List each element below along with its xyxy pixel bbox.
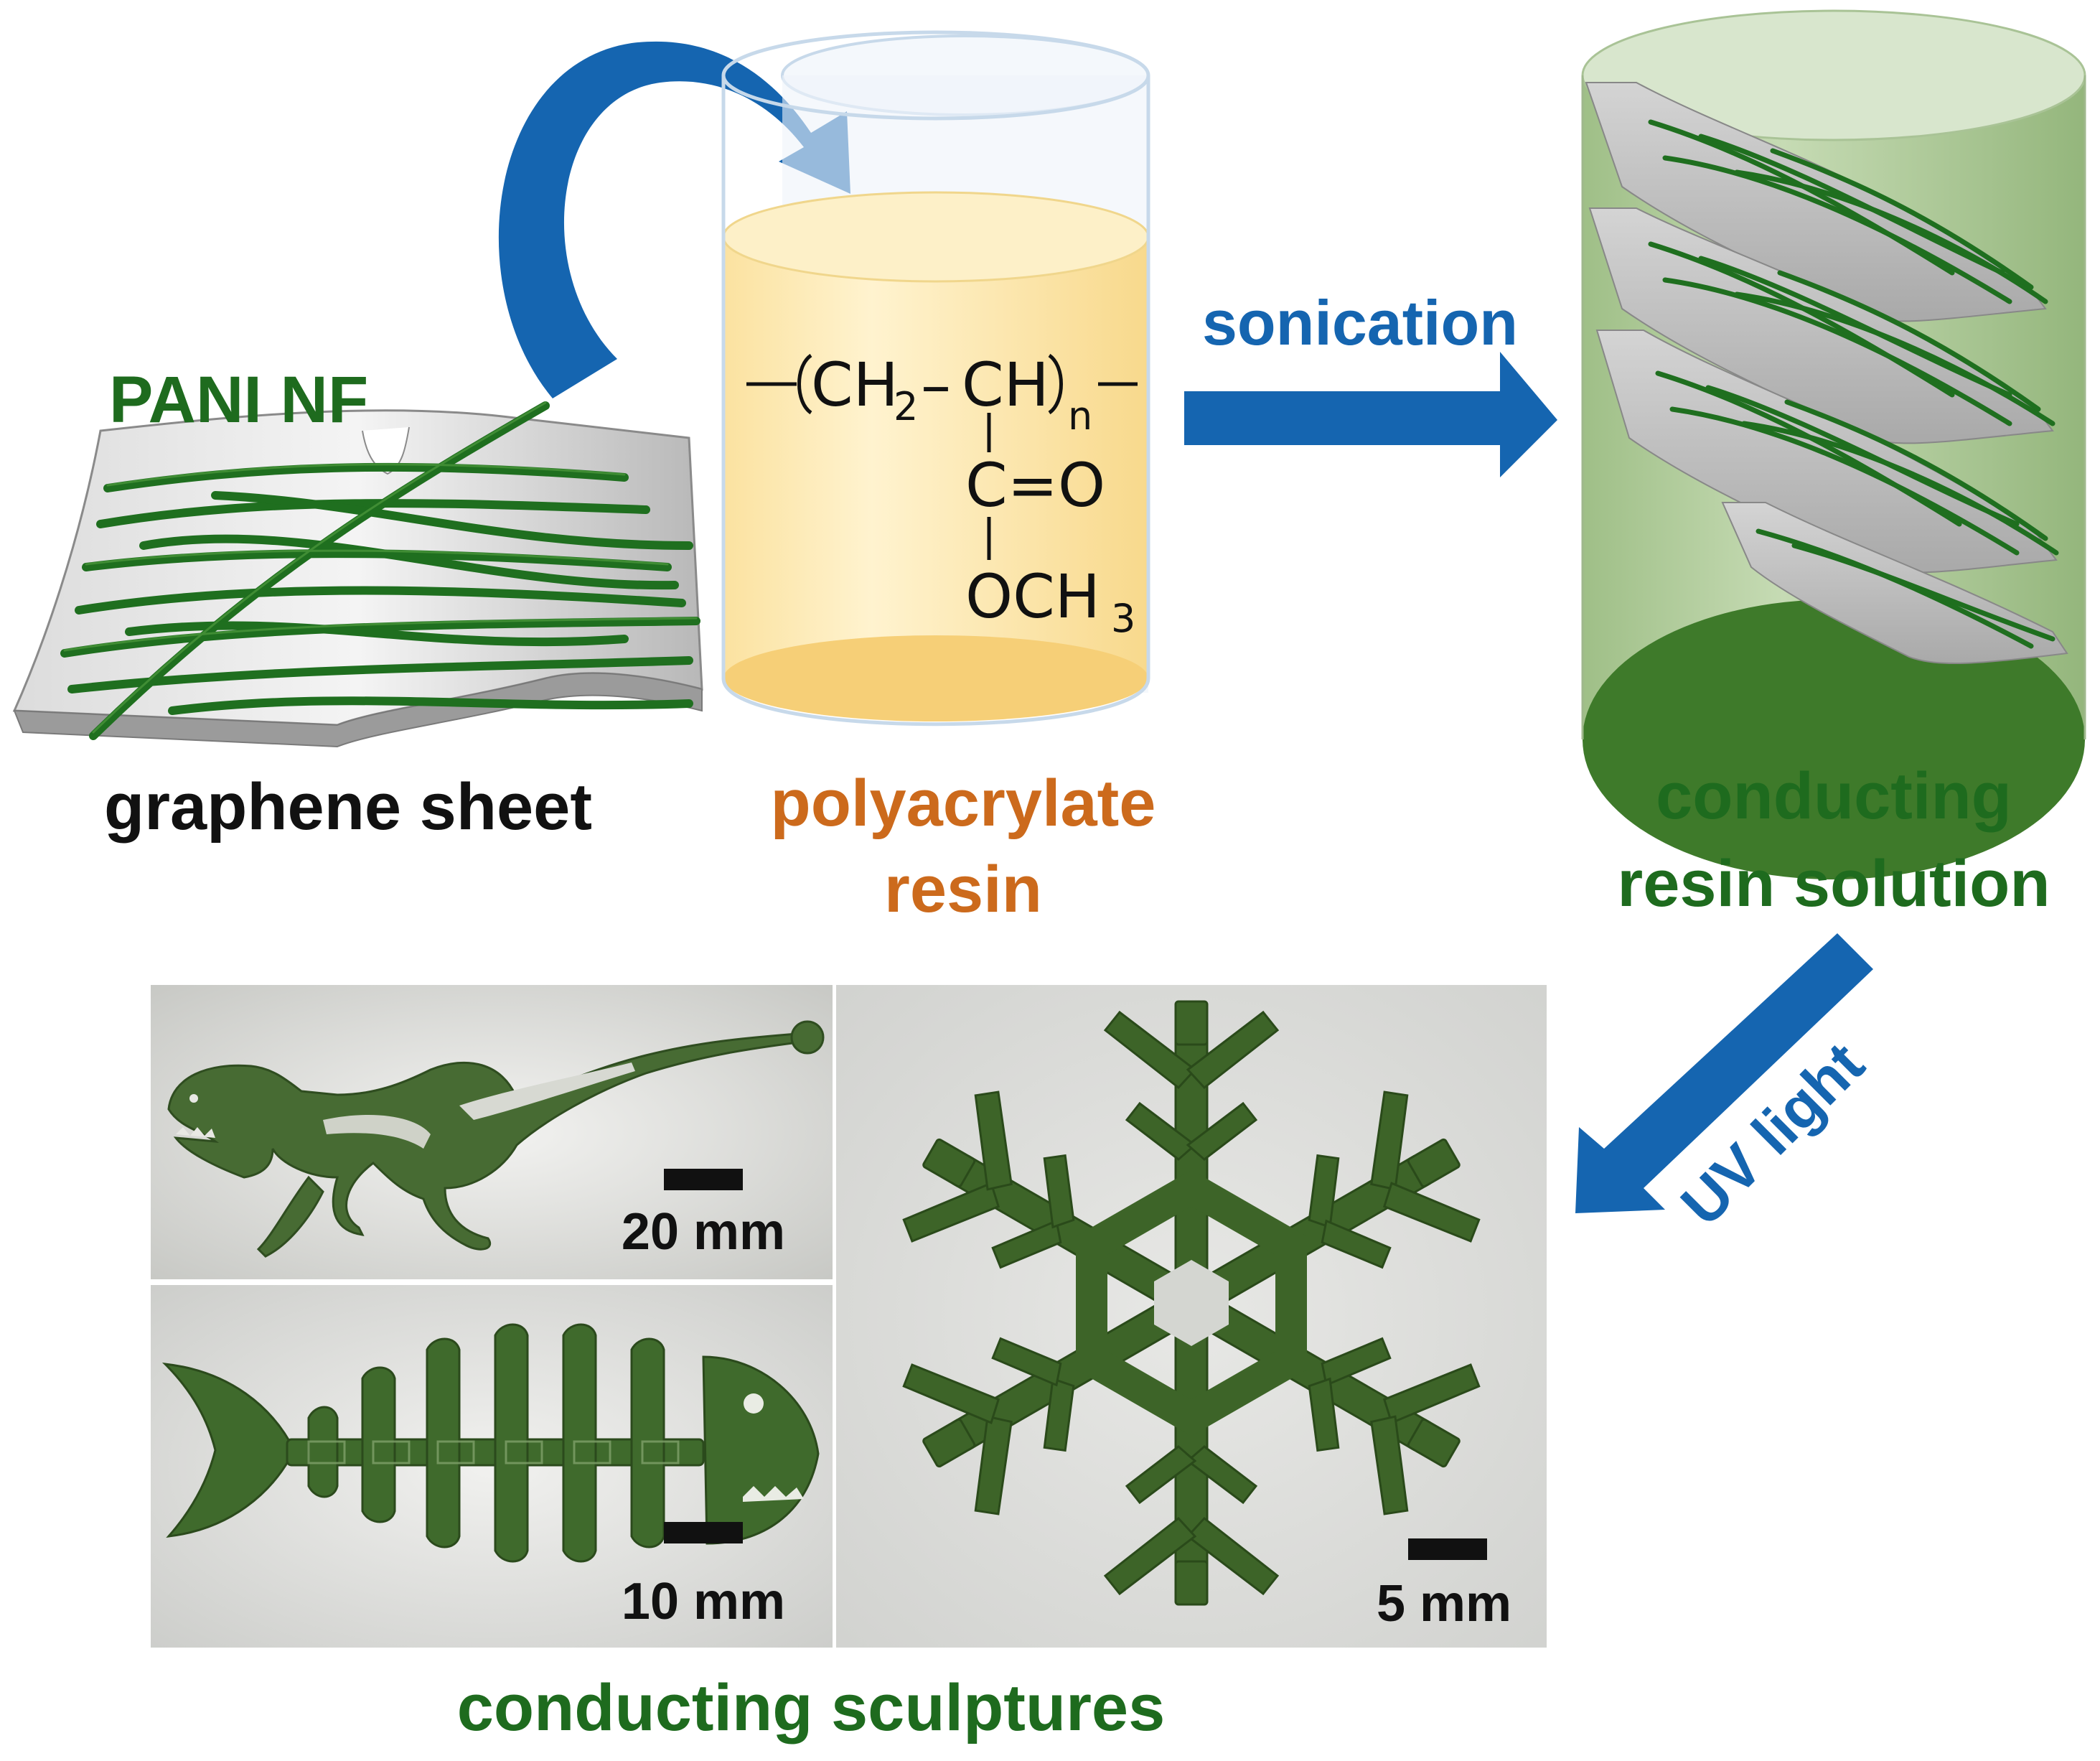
pani-nf-label: PANI NF [109, 363, 368, 436]
dispersed-sheets [1585, 82, 2068, 665]
fish-scale-bar [664, 1522, 743, 1543]
resin-beaker [721, 30, 1150, 727]
ch2-group: CH [811, 350, 899, 420]
methoxy-group: OCH [965, 561, 1100, 632]
conducting-sculptures-label: conducting sculptures [457, 1671, 1166, 1744]
snowflake-scale-label: 5 mm [1377, 1575, 1511, 1632]
bond-dash: – [921, 350, 951, 420]
fish-scale-label: 10 mm [622, 1573, 785, 1630]
resin-label: resin [884, 853, 1042, 926]
graphene-sheet-illustration [12, 401, 703, 748]
curved-arrow [498, 41, 850, 399]
polyacrylate-label: polyacrylate [771, 767, 1156, 840]
ch-group: CH [962, 350, 1049, 420]
sonication-label: sonication [1202, 287, 1518, 358]
fish-photo: 10 mm [151, 1285, 833, 1648]
n-subscript: n [1068, 393, 1092, 439]
dinosaur-photo: 20 mm [151, 985, 833, 1279]
dinosaur-scale-label: 20 mm [622, 1203, 785, 1261]
methoxy-subscript: 3 [1111, 596, 1135, 641]
snowflake-photo: 5 mm [836, 985, 1547, 1648]
carbonyl-group: C=O [965, 450, 1105, 520]
polyacrylate-structure: CH 2 – CH n C=O OCH 3 [746, 350, 1138, 641]
uv-light-arrow [1575, 933, 1873, 1213]
snowflake-scale-bar [1408, 1538, 1487, 1560]
conducting-label: conducting [1656, 760, 2012, 833]
resin-solution-label: resin solution [1617, 847, 2050, 920]
pani-nanofibers [60, 401, 700, 740]
ch2-subscript: 2 [894, 384, 918, 429]
dinosaur-scale-bar [664, 1169, 743, 1190]
graphene-sheet-label: graphene sheet [104, 770, 592, 844]
sonication-arrow [1184, 352, 1557, 477]
